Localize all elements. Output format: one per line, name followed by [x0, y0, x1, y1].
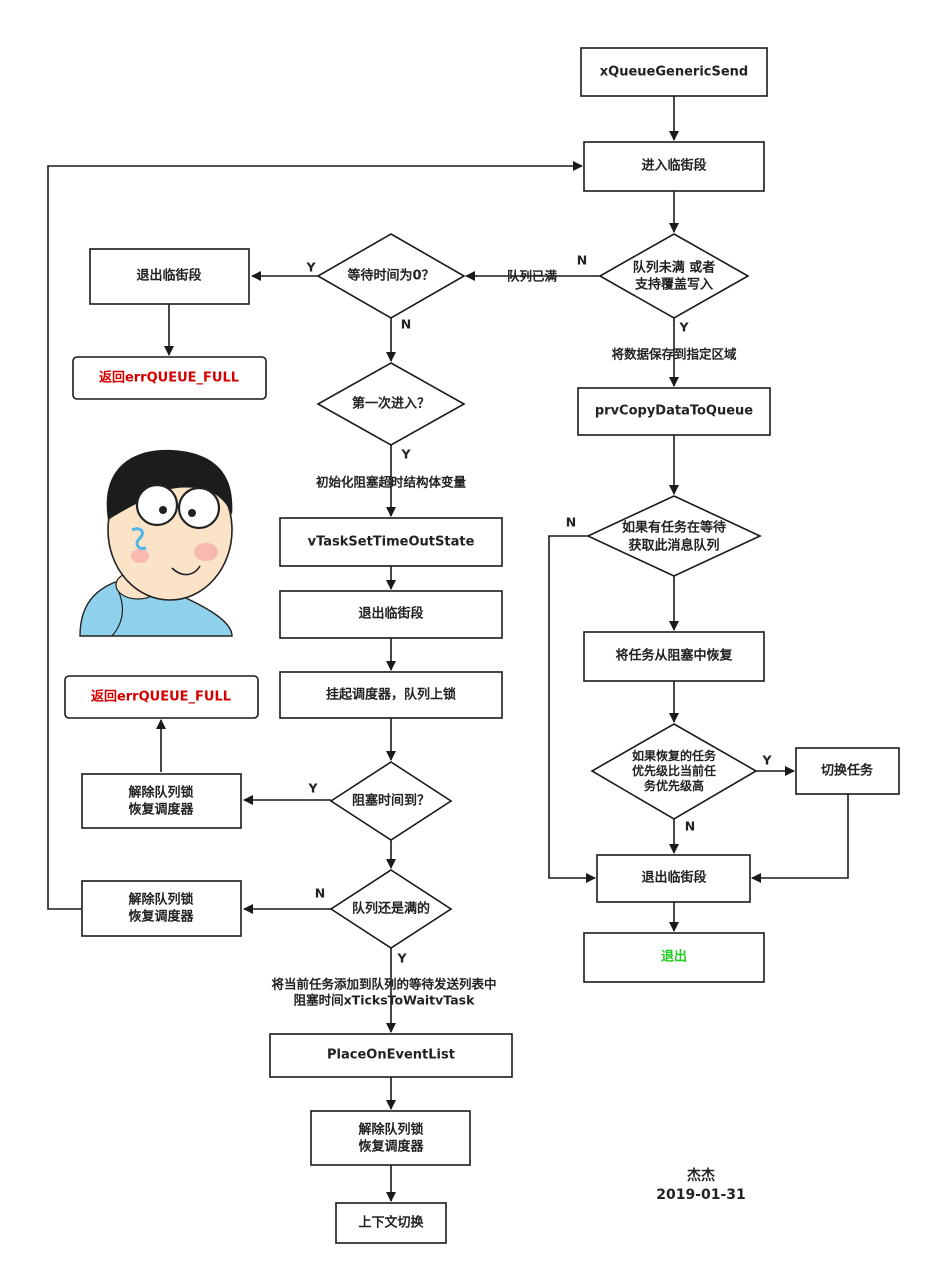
- author-name: 杰杰: [687, 1167, 715, 1184]
- svg-text:进入临街段: 进入临街段: [641, 158, 706, 174]
- label-add-list-2: 阻塞时间xTicksToWaitvTask: [294, 993, 475, 1008]
- label-y-first: Y: [400, 447, 411, 462]
- node-return-full-b: 返回errQUEUE_FULL: [64, 675, 259, 719]
- decision-wait-zero: 等待时间为0？: [316, 233, 466, 319]
- decision-block-timeout: 阻塞时间到？: [329, 761, 453, 841]
- node-unlock-c: 解除队列锁 恢复调度器: [310, 1110, 471, 1166]
- label-n-still: N: [315, 886, 325, 901]
- svg-text:返回errQUEUE_FULL: 返回errQUEUE_FULL: [91, 690, 231, 705]
- svg-text:解除队列锁: 解除队列锁: [127, 785, 193, 801]
- svg-text:挂起调度器，队列上锁: 挂起调度器，队列上锁: [326, 687, 456, 703]
- label-y-prio: Y: [761, 753, 772, 768]
- decision-higher-priority: 如果恢复的任务 优先级比当前任 务优先级高: [590, 723, 758, 820]
- edge-unlock-loop-enter: [47, 161, 583, 910]
- svg-text:第一次进入？: 第一次进入？: [352, 396, 430, 412]
- label-queue-full: 队列已满: [507, 269, 558, 284]
- node-unlock-b: 解除队列锁 恢复调度器: [81, 880, 242, 937]
- node-unlock-a: 解除队列锁 恢复调度器: [81, 773, 242, 829]
- node-resume-task: 将任务从阻塞中恢复: [583, 631, 765, 682]
- node-exit-critical-c: 退出临街段: [596, 854, 751, 903]
- node-copy-data: prvCopyDataToQueue: [577, 387, 771, 436]
- node-switch-task: 切换任务: [795, 747, 900, 795]
- label-n-prio: N: [685, 819, 695, 834]
- node-xqueuegenericsend: xQueueGenericSend: [580, 47, 768, 97]
- label-init-block: 初始化阻塞超时结构体变量: [316, 475, 467, 490]
- svg-text:解除队列锁: 解除队列锁: [357, 1122, 423, 1138]
- svg-text:xQueueGenericSend: xQueueGenericSend: [600, 65, 748, 80]
- svg-text:退出临街段: 退出临街段: [136, 268, 201, 284]
- node-enter-critical: 进入临街段: [583, 141, 765, 192]
- node-return-full-a: 返回errQUEUE_FULL: [72, 356, 267, 400]
- nobita-cartoon: [79, 449, 233, 637]
- node-place-on-event-list: PlaceOnEventList: [269, 1033, 513, 1078]
- node-exit-critical-a: 退出临街段: [89, 248, 250, 305]
- label-n-waiting: N: [566, 515, 576, 530]
- edge-waiting-exit-n: [548, 535, 596, 883]
- svg-text:恢复调度器: 恢复调度器: [358, 1139, 424, 1155]
- svg-text:恢复调度器: 恢复调度器: [128, 802, 194, 818]
- node-exit-critical-b: 退出临街段: [279, 590, 503, 639]
- svg-text:支持覆盖写入: 支持覆盖写入: [634, 277, 713, 293]
- svg-text:队列未满 或者: 队列未满 或者: [633, 260, 716, 276]
- svg-text:如果有任务在等待: 如果有任务在等待: [622, 520, 726, 536]
- svg-text:vTaskSetTimeOutState: vTaskSetTimeOutState: [308, 535, 475, 550]
- label-y-block: Y: [307, 781, 318, 796]
- label-save-data: 将数据保存到指定区域: [611, 347, 737, 362]
- decision-queue-not-full: 队列未满 或者 支持覆盖写入: [598, 233, 750, 319]
- svg-text:阻塞时间到？: 阻塞时间到？: [352, 793, 430, 809]
- svg-text:获取此消息队列: 获取此消息队列: [628, 538, 719, 554]
- decision-task-waiting: 如果有任务在等待 获取此消息队列: [586, 495, 762, 577]
- node-context-switch: 上下文切换: [335, 1202, 447, 1244]
- svg-text:队列还是满的: 队列还是满的: [352, 901, 430, 917]
- svg-text:优先级比当前任: 优先级比当前任: [632, 763, 716, 778]
- svg-text:退出临街段: 退出临街段: [641, 870, 706, 886]
- svg-text:恢复调度器: 恢复调度器: [128, 909, 194, 925]
- svg-text:返回errQUEUE_FULL: 返回errQUEUE_FULL: [99, 371, 239, 386]
- svg-text:解除队列锁: 解除队列锁: [127, 892, 193, 908]
- edges: [47, 96, 849, 1202]
- decision-first-enter: 第一次进入？: [316, 362, 466, 446]
- decision-still-full: 队列还是满的: [329, 869, 453, 949]
- svg-text:prvCopyDataToQueue: prvCopyDataToQueue: [595, 404, 753, 419]
- label-n-right: N: [577, 253, 587, 268]
- svg-text:务优先级高: 务优先级高: [644, 778, 704, 793]
- author-date: 2019-01-31: [656, 1187, 746, 1203]
- svg-text:退出临街段: 退出临街段: [358, 606, 423, 622]
- label-y-right: Y: [678, 320, 689, 335]
- label-n-wait: N: [401, 317, 411, 332]
- node-set-timeout: vTaskSetTimeOutState: [279, 517, 503, 567]
- svg-text:退出: 退出: [661, 949, 687, 965]
- svg-text:上下文切换: 上下文切换: [358, 1215, 424, 1231]
- label-add-list-1: 将当前任务添加到队列的等待发送列表中: [271, 977, 496, 992]
- svg-text:PlaceOnEventList: PlaceOnEventList: [327, 1048, 455, 1063]
- svg-text:将任务从阻塞中恢复: 将任务从阻塞中恢复: [615, 648, 733, 664]
- svg-text:等待时间为0？: 等待时间为0？: [346, 268, 434, 284]
- node-suspend-lock: 挂起调度器，队列上锁: [279, 671, 503, 719]
- svg-text:切换任务: 切换任务: [821, 763, 874, 779]
- node-exit: 退出: [583, 932, 765, 983]
- edge-switch-exit: [751, 794, 849, 883]
- svg-text:如果恢复的任务: 如果恢复的任务: [632, 748, 717, 763]
- label-y-wait: Y: [305, 260, 316, 275]
- label-y-still: Y: [396, 951, 407, 966]
